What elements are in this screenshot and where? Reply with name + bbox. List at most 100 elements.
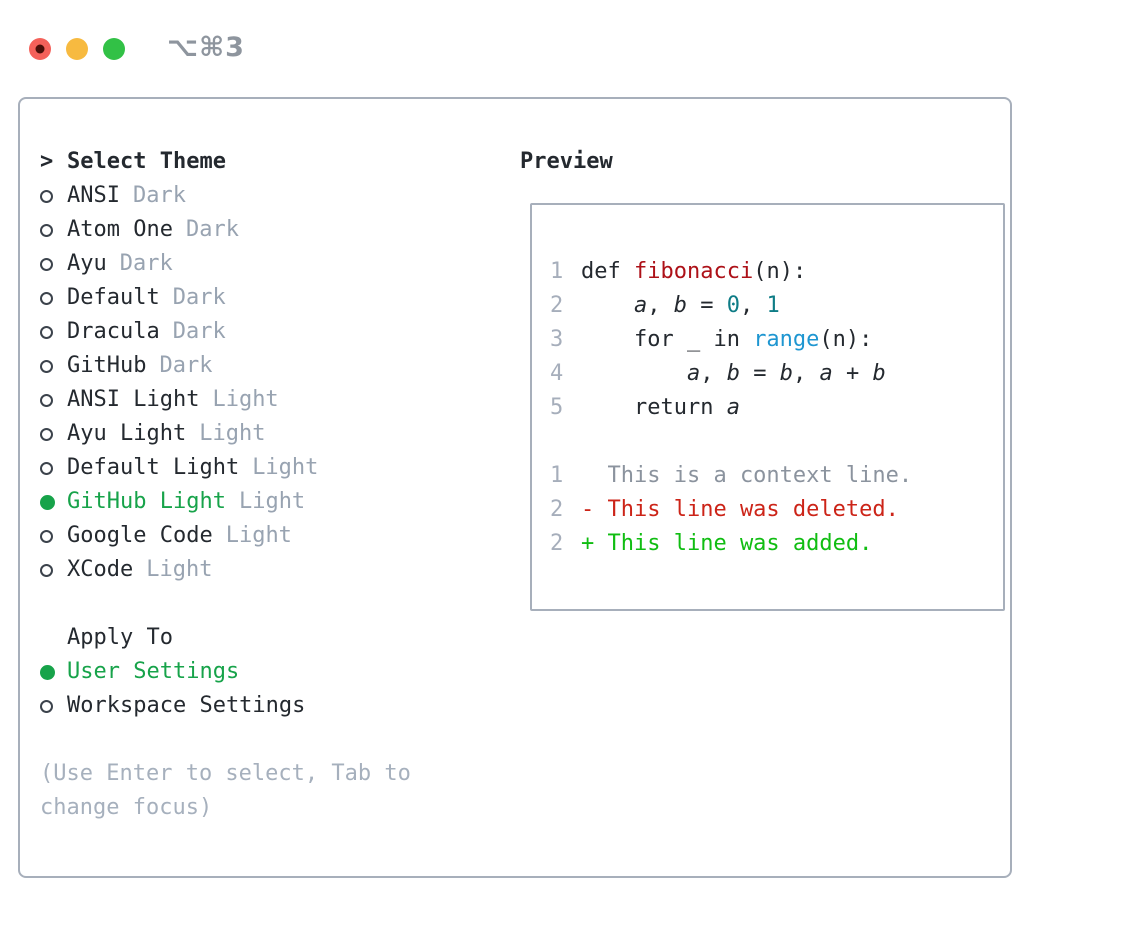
code-token: b xyxy=(779,361,793,386)
line-number: 2 xyxy=(550,293,564,318)
select-theme-header: > Select Theme xyxy=(40,145,502,179)
line-number: 1 xyxy=(550,463,564,488)
code-token: range xyxy=(753,327,820,352)
code-token: b xyxy=(726,361,740,386)
theme-option-label: Google Code xyxy=(67,523,213,548)
code-token xyxy=(581,361,687,386)
theme-option-label: Ayu xyxy=(67,251,107,276)
theme-option-label: ANSI Light xyxy=(67,387,200,412)
theme-option-xcode[interactable]: XCode Light xyxy=(40,553,502,587)
radio-icon xyxy=(40,393,53,407)
code-token: (n): xyxy=(753,259,807,284)
theme-variant-tag: Dark xyxy=(119,251,173,276)
code-token: + This line was added. xyxy=(581,531,873,556)
theme-variant-tag: Dark xyxy=(172,285,226,310)
close-button[interactable] xyxy=(29,37,51,60)
theme-variant-tag: Light xyxy=(238,489,306,514)
code-token: def xyxy=(581,259,634,284)
theme-option-label: XCode xyxy=(67,557,134,582)
radio-icon xyxy=(40,699,53,713)
prompt-icon: > xyxy=(40,149,54,174)
window-titlebar: ⌥⌘3 xyxy=(0,0,1140,97)
theme-variant-tag: Dark xyxy=(132,183,186,208)
code-token: , xyxy=(647,293,674,318)
code-token: return xyxy=(581,395,727,420)
code-token: a xyxy=(726,395,740,420)
theme-option-atom-one[interactable]: Atom One Dark xyxy=(40,213,502,247)
select-theme-title: Select Theme xyxy=(67,149,226,174)
apply-to-header: Apply To xyxy=(40,621,502,655)
code-token: , xyxy=(700,361,727,386)
theme-option-label: Default xyxy=(67,285,160,310)
code-token: a xyxy=(819,361,833,386)
code-token: fibonacci xyxy=(633,259,754,284)
traffic-lights xyxy=(29,37,125,60)
code-content: for _ in range(n): xyxy=(581,323,872,357)
theme-variant-tag: Light xyxy=(146,557,213,582)
code-token: , xyxy=(792,361,820,386)
apply-option-label: Workspace Settings xyxy=(67,693,306,718)
zoom-button[interactable] xyxy=(103,37,125,60)
theme-variant-tag: Dark xyxy=(185,217,239,242)
theme-option-ansi-light[interactable]: ANSI Light Light xyxy=(40,383,502,417)
radio-icon xyxy=(40,325,53,339)
radio-icon xyxy=(40,461,53,475)
code-line: 2- This line was deleted. xyxy=(550,493,1003,527)
code-token: This is a context line. xyxy=(581,463,913,488)
radio-icon xyxy=(40,427,53,441)
line-number: 5 xyxy=(550,395,564,420)
theme-option-ayu[interactable]: Ayu Dark xyxy=(40,247,502,281)
theme-option-default[interactable]: Default Dark xyxy=(40,281,502,315)
theme-variant-tag: Light xyxy=(199,421,266,446)
theme-variant-tag: Light xyxy=(225,523,292,548)
radio-icon xyxy=(40,291,53,305)
theme-option-label: Atom One xyxy=(67,217,173,242)
code-content: return a xyxy=(581,391,740,425)
line-number: 2 xyxy=(550,531,564,556)
code-token xyxy=(581,293,634,318)
code-token: a xyxy=(633,293,648,318)
code-line: 5 return a xyxy=(550,391,1003,425)
theme-variant-tag: Light xyxy=(212,387,279,412)
apply-option-workspace-settings[interactable]: Workspace Settings xyxy=(40,689,502,723)
minimize-button[interactable] xyxy=(66,37,88,60)
line-number: 2 xyxy=(550,497,564,522)
radio-icon xyxy=(40,529,53,543)
apply-to-title: Apply To xyxy=(67,625,173,650)
code-line: 1 This is a context line. xyxy=(550,459,1003,493)
theme-variant-tag: Dark xyxy=(172,319,226,344)
theme-option-google-code[interactable]: Google Code Light xyxy=(40,519,502,553)
code-token: 0 xyxy=(726,293,740,318)
theme-option-label: Dracula xyxy=(67,319,160,344)
code-line: 2 a, b = 0, 1 xyxy=(550,289,1003,323)
window-title: ⌥⌘3 xyxy=(167,32,245,63)
code-token: = xyxy=(739,361,780,386)
code-token: for _ in xyxy=(581,327,754,352)
code-line xyxy=(550,425,1003,459)
apply-option-user-settings[interactable]: User Settings xyxy=(40,655,502,689)
code-token: + xyxy=(832,361,873,386)
theme-variant-tag: Light xyxy=(252,455,319,480)
apply-option-label: User Settings xyxy=(67,659,240,684)
code-content: This is a context line. xyxy=(581,459,912,493)
code-token: a xyxy=(686,361,701,386)
radio-icon xyxy=(40,664,55,680)
code-token: b xyxy=(673,293,687,318)
radio-icon xyxy=(40,563,53,577)
code-token: b xyxy=(872,361,886,386)
line-number: 1 xyxy=(550,259,564,284)
code-line: 3 for _ in range(n): xyxy=(550,323,1003,357)
code-token: (n): xyxy=(819,327,873,352)
theme-option-dracula[interactable]: Dracula Dark xyxy=(40,315,502,349)
